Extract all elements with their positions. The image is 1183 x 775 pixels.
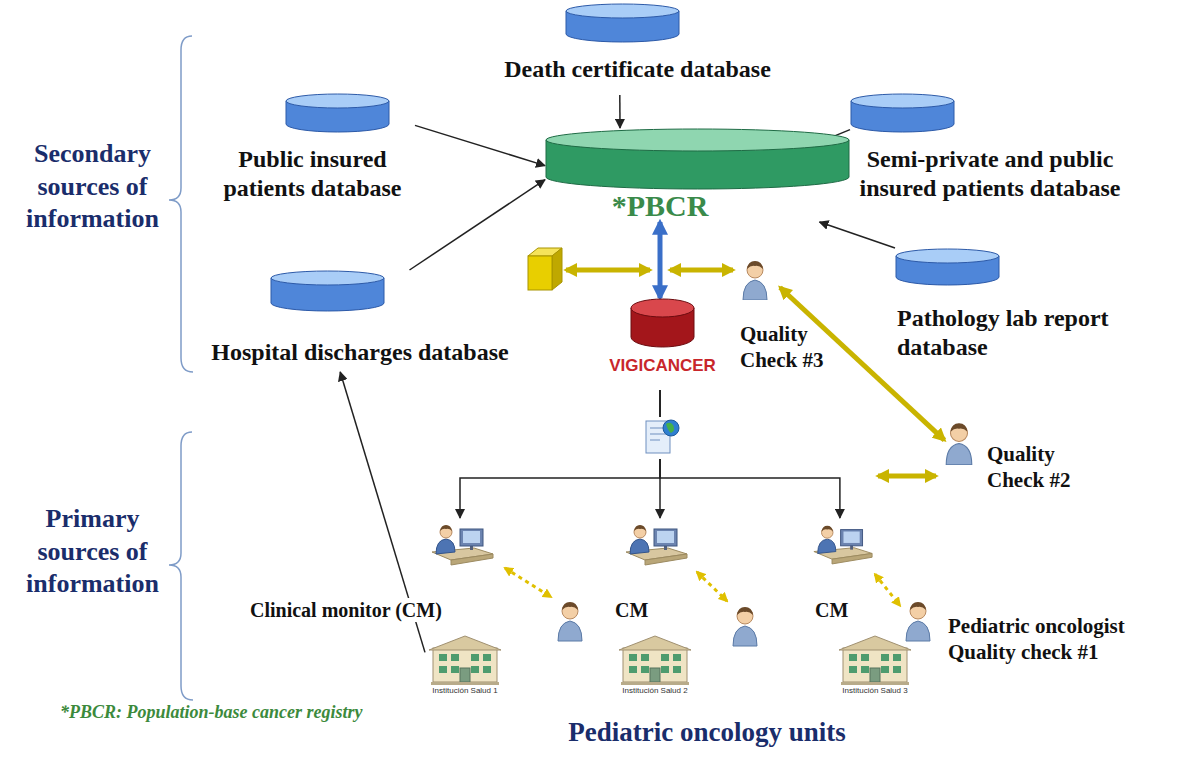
workstation-icon bbox=[430, 518, 495, 566]
platform-cylinder bbox=[631, 299, 694, 317]
web-icon bbox=[650, 434, 666, 435]
database-cylinder bbox=[285, 93, 390, 133]
database-cylinder bbox=[271, 271, 384, 285]
hospital-building: Institución Salud 3 bbox=[835, 632, 915, 700]
web-icon bbox=[650, 440, 660, 441]
registry-cylinder bbox=[546, 129, 849, 151]
oncologist-person bbox=[903, 598, 933, 642]
quality-check-person: Quality Check #3 bbox=[735, 258, 845, 392]
connector-arrow bbox=[415, 125, 545, 165]
workstation-icon: CM bbox=[810, 518, 875, 626]
oncologist-icon bbox=[558, 602, 582, 641]
database-cylinder bbox=[851, 94, 954, 108]
quality-check-person bbox=[740, 258, 770, 300]
platform-cylinder: VIGICANCER bbox=[600, 298, 725, 390]
database-cylinder: Semi-private and public insured patients… bbox=[850, 93, 1130, 215]
node-label: Death certificate database bbox=[460, 55, 815, 84]
node-label: Public insured patients database bbox=[210, 145, 415, 204]
hospital-building: Institución Salud 2 bbox=[615, 632, 695, 700]
node-label: Pediatric oncologist Quality check #1 bbox=[948, 614, 1173, 665]
server-cube bbox=[528, 256, 552, 290]
hospital-building bbox=[429, 636, 501, 685]
node-label: Institución Salud 3 bbox=[835, 687, 915, 696]
node-label: Semi-private and public insured patients… bbox=[850, 145, 1130, 204]
database-cylinder bbox=[850, 93, 955, 133]
workstation-icon bbox=[624, 518, 689, 566]
platform-cylinder bbox=[630, 298, 695, 348]
oncologist-icon bbox=[733, 607, 757, 646]
dotted-double-arrow bbox=[697, 572, 727, 601]
quality-check-person bbox=[943, 420, 975, 465]
workstation-icon: CM bbox=[612, 518, 692, 626]
server-cube bbox=[528, 248, 562, 290]
yellow-double-arrow bbox=[878, 474, 936, 479]
database-cylinder: Death certificate database bbox=[460, 3, 815, 95]
hospital-building bbox=[839, 636, 911, 685]
node-label: Hospital discharges database bbox=[195, 338, 525, 367]
node-label: Clinical monitor (CM) bbox=[250, 598, 470, 622]
web-icon bbox=[666, 423, 674, 433]
database-cylinder bbox=[565, 3, 680, 43]
bracket bbox=[169, 36, 193, 372]
connector-arrow bbox=[875, 574, 900, 605]
database-cylinder bbox=[566, 4, 679, 18]
node-label: Quality Check #3 bbox=[740, 322, 845, 373]
quality-check-person bbox=[946, 423, 972, 465]
bracket bbox=[169, 432, 193, 700]
node-label: Quality Check #2 bbox=[987, 442, 1085, 493]
group-caption: Pediatric oncology units bbox=[507, 716, 907, 749]
registry-cylinder bbox=[545, 128, 850, 190]
connector-arrow bbox=[820, 222, 896, 248]
database-cylinder bbox=[895, 248, 1000, 286]
yellow-double-arrow bbox=[670, 268, 733, 273]
registry-cylinder: *PBCR bbox=[545, 128, 850, 222]
node-label: Pathology lab report database bbox=[897, 304, 1133, 363]
hospital-building bbox=[425, 632, 505, 686]
node-label: Institución Salud 2 bbox=[615, 687, 695, 696]
database-cylinder bbox=[286, 94, 389, 108]
hospital-building bbox=[619, 636, 691, 685]
workstation-icon bbox=[814, 526, 872, 564]
quality-check-person bbox=[743, 261, 767, 300]
yellow-double-arrow bbox=[566, 268, 650, 273]
server-cube bbox=[552, 248, 562, 290]
section-label: Primary sources of information bbox=[10, 503, 175, 601]
web-icon bbox=[641, 417, 681, 459]
connector-arrow bbox=[658, 222, 663, 298]
connector-arrow bbox=[410, 180, 546, 270]
hospital-building: Institución Salud 1 bbox=[425, 632, 505, 700]
hospital-building bbox=[615, 632, 695, 686]
workstation-icon bbox=[626, 525, 687, 565]
hospital-building bbox=[835, 632, 915, 686]
web-icon bbox=[663, 420, 679, 436]
connector-arrow bbox=[460, 390, 660, 518]
database-cylinder: Public insured patients database bbox=[210, 93, 415, 213]
connector-arrow bbox=[660, 390, 840, 518]
dotted-double-arrow bbox=[505, 568, 551, 597]
oncologist-person: Pediatric oncologist Quality check #1 bbox=[900, 598, 1178, 693]
footnote: *PBCR: Population-base cancer registry bbox=[60, 702, 480, 724]
node-label: CM bbox=[615, 598, 675, 622]
database-cylinder: Pathology lab report database bbox=[895, 248, 1135, 372]
node-label: CM bbox=[815, 598, 870, 622]
database-cylinder bbox=[896, 249, 999, 263]
node-label: *PBCR bbox=[595, 190, 725, 222]
workstation-icon: Clinical monitor (CM) bbox=[250, 518, 500, 626]
section-label: Secondary sources of information bbox=[10, 138, 175, 236]
workstation-icon bbox=[812, 518, 874, 566]
oncologist-person bbox=[906, 602, 930, 641]
workstation-icon bbox=[432, 525, 493, 565]
database-cylinder bbox=[270, 270, 385, 312]
connector-arrow bbox=[619, 95, 621, 128]
database-cylinder: Hospital discharges database bbox=[195, 270, 525, 372]
node-label: Institución Salud 1 bbox=[425, 687, 505, 696]
quality-check-person: Quality Check #2 bbox=[940, 420, 1085, 512]
node-label: VIGICANCER bbox=[600, 356, 725, 377]
